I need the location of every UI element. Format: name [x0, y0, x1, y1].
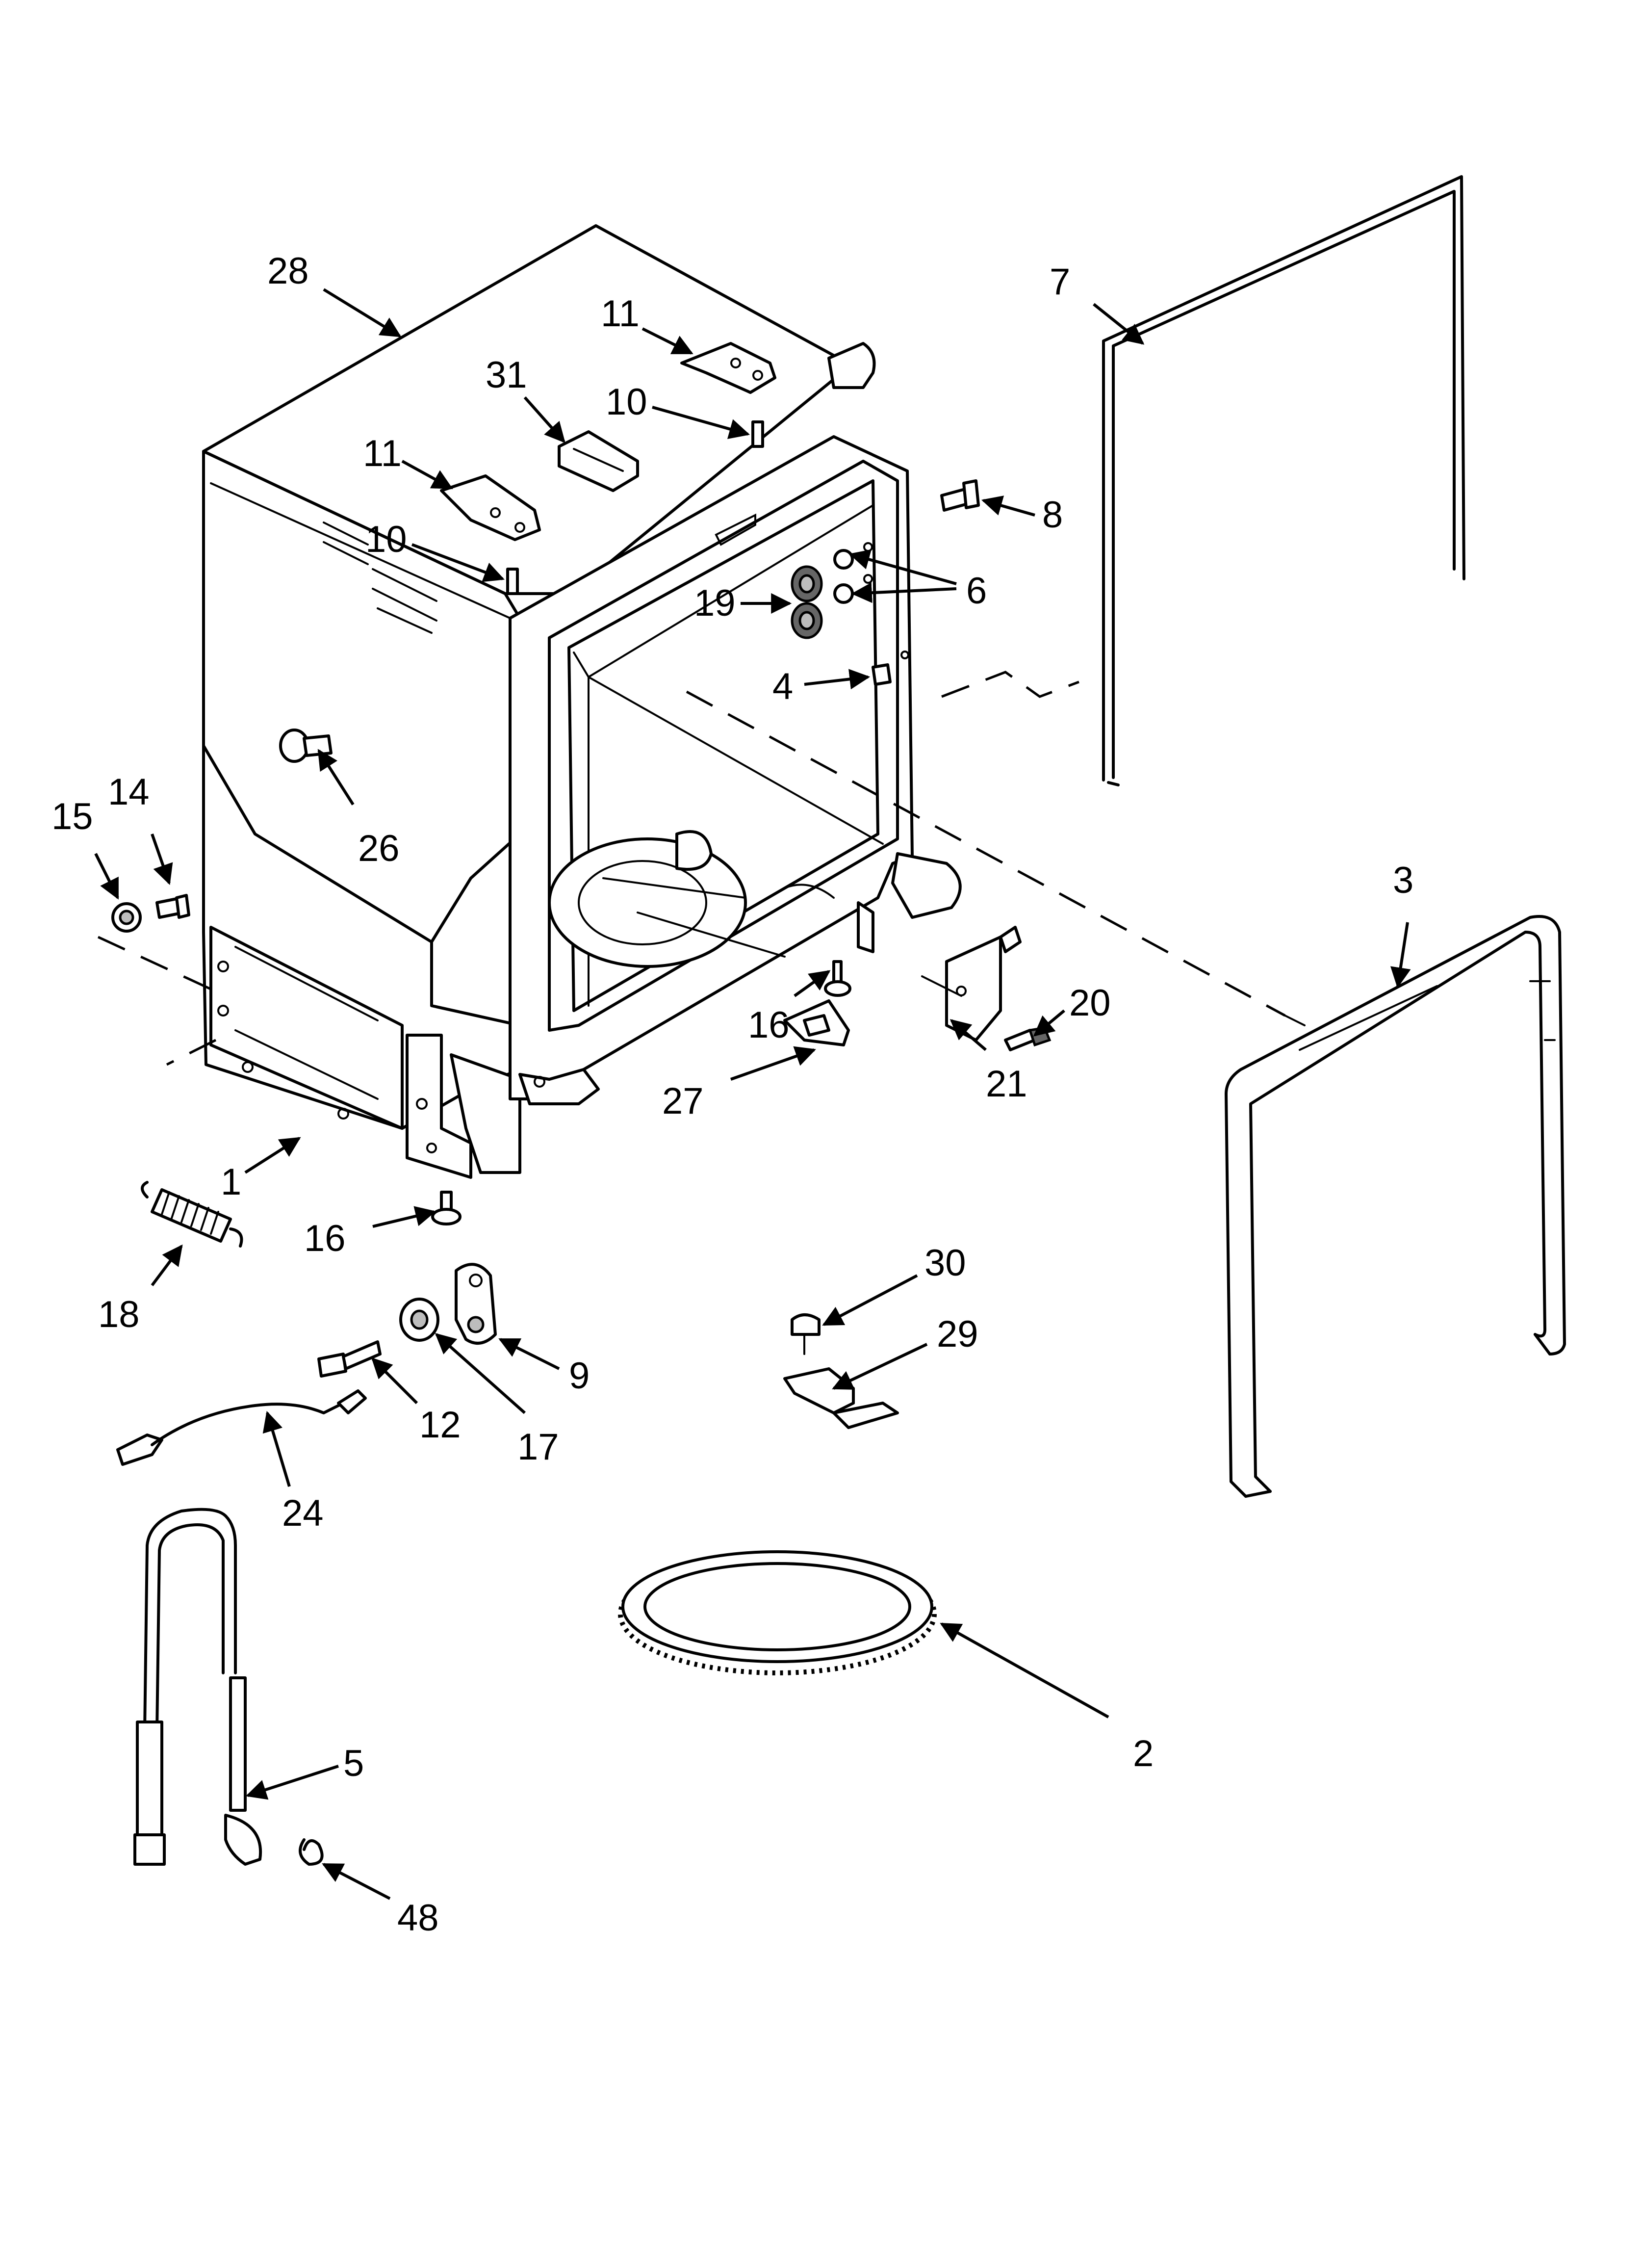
clip-part-48 — [299, 1838, 324, 1866]
callout-31: 31 — [486, 354, 527, 396]
callout-17: 17 — [517, 1426, 559, 1468]
callout-11-mid: 11 — [363, 433, 402, 474]
bracket-part-29 — [783, 1367, 899, 1429]
screw-part-8 — [940, 479, 980, 512]
callout-10-top: 10 — [606, 381, 647, 423]
callout-21: 21 — [986, 1063, 1027, 1105]
hinge-part-11-top — [680, 342, 776, 394]
callout-48: 48 — [397, 1897, 439, 1939]
callout-11-top: 11 — [601, 293, 640, 335]
callout-16-upper: 16 — [748, 1004, 790, 1046]
filter-ring-part-2 — [618, 1550, 937, 1675]
callout-27: 27 — [662, 1080, 704, 1122]
leader-arrows — [94, 288, 1411, 1900]
bolt-part-12 — [317, 1340, 382, 1378]
roller-part-19 — [791, 565, 823, 639]
callout-6: 6 — [966, 570, 987, 612]
screw-part-10-top — [751, 420, 764, 448]
callout-4: 4 — [772, 666, 793, 707]
callout-1: 1 — [221, 1161, 241, 1203]
heater-part-5 — [133, 1508, 262, 1866]
callout-14: 14 — [108, 771, 150, 813]
wire-part-24 — [116, 1389, 367, 1466]
center-lines — [97, 671, 1306, 1066]
callout-7: 7 — [1050, 261, 1070, 303]
roller-part-17 — [399, 1298, 439, 1342]
door-gasket-part-7 — [1102, 175, 1465, 786]
clip-part-27 — [783, 999, 850, 1046]
callout-3: 3 — [1393, 860, 1413, 901]
callout-15: 15 — [51, 796, 93, 837]
callout-16-lower: 16 — [304, 1218, 346, 1259]
hinge-part-11-mid — [440, 474, 541, 541]
screw-part-16-upper — [824, 960, 851, 997]
callout-12: 12 — [419, 1404, 461, 1446]
callout-9: 9 — [569, 1355, 590, 1397]
callout-8: 8 — [1042, 494, 1063, 536]
callout-24: 24 — [282, 1492, 324, 1534]
plate-part-31 — [558, 430, 639, 492]
callout-18: 18 — [98, 1294, 140, 1335]
screw-part-20 — [1004, 1026, 1052, 1051]
tub-assembly — [202, 224, 962, 1179]
bracket-part-21 — [921, 926, 1022, 1042]
callout-29: 29 — [937, 1313, 978, 1355]
bracket-part-9 — [455, 1263, 497, 1345]
spring-part-18 — [141, 1181, 243, 1248]
callout-19: 19 — [694, 582, 736, 624]
callout-labels: 28 7 11 31 10 11 10 8 6 19 4 26 15 14 3 … — [51, 250, 1413, 1939]
screw-part-10-mid — [506, 568, 519, 595]
callout-5: 5 — [343, 1743, 364, 1784]
callout-20: 20 — [1069, 982, 1111, 1024]
tub-gasket-part-3 — [1225, 915, 1566, 1498]
screw-part-16-lower — [431, 1191, 462, 1225]
callout-26: 26 — [358, 828, 400, 869]
callout-10-mid: 10 — [365, 519, 407, 560]
screw-part-14 — [155, 894, 190, 919]
nut-part-15 — [111, 902, 142, 933]
callout-30: 30 — [924, 1242, 966, 1284]
callout-2: 2 — [1133, 1733, 1154, 1774]
clip-part-30 — [791, 1313, 821, 1355]
callout-28: 28 — [267, 250, 309, 292]
knob-part-4 — [872, 651, 909, 686]
